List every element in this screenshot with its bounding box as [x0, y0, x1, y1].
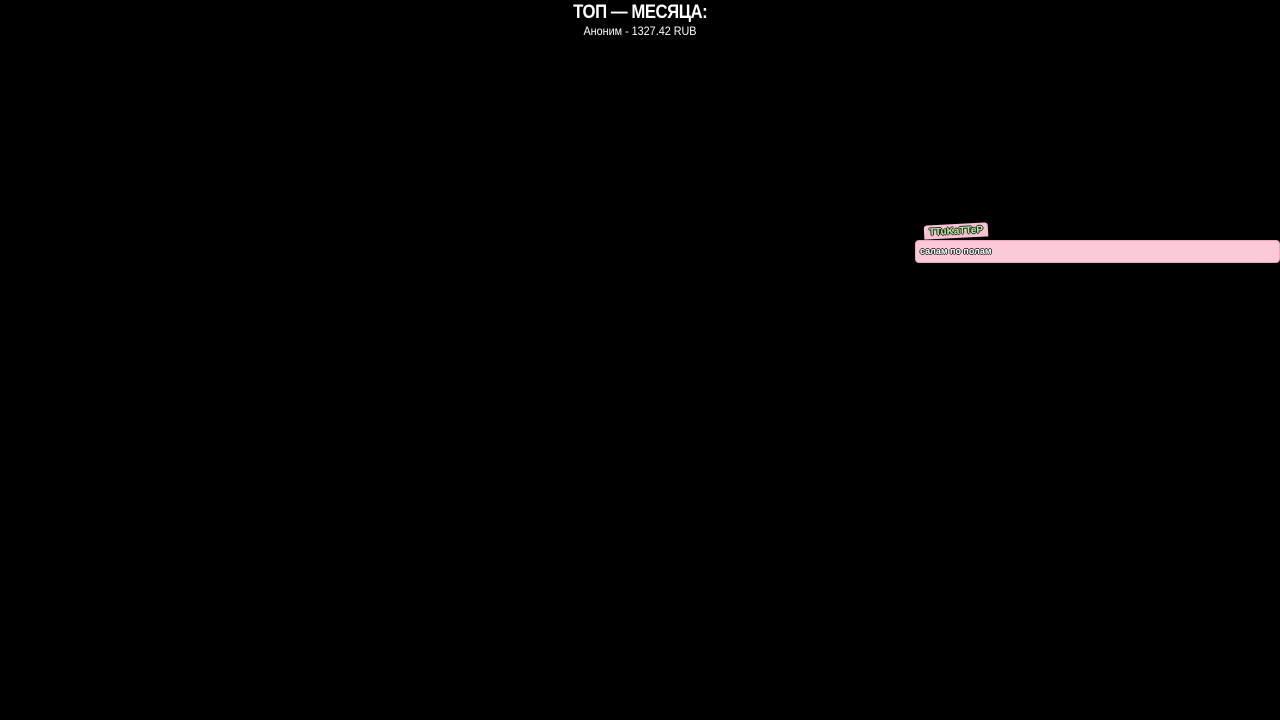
top-donors-panel: ТОП — МЕСЯЦА: Аноним - 1327.42 RUB: [0, 2, 1280, 38]
message-text: салам по полам: [920, 246, 992, 256]
message-bubble: салам по полам: [915, 240, 1280, 263]
top-title: ТОП — МЕСЯЦА:: [572, 2, 708, 23]
username-tag: TTuKaTTeP: [923, 222, 989, 240]
top-entry: Аноним - 1327.42 RUB: [583, 24, 697, 38]
